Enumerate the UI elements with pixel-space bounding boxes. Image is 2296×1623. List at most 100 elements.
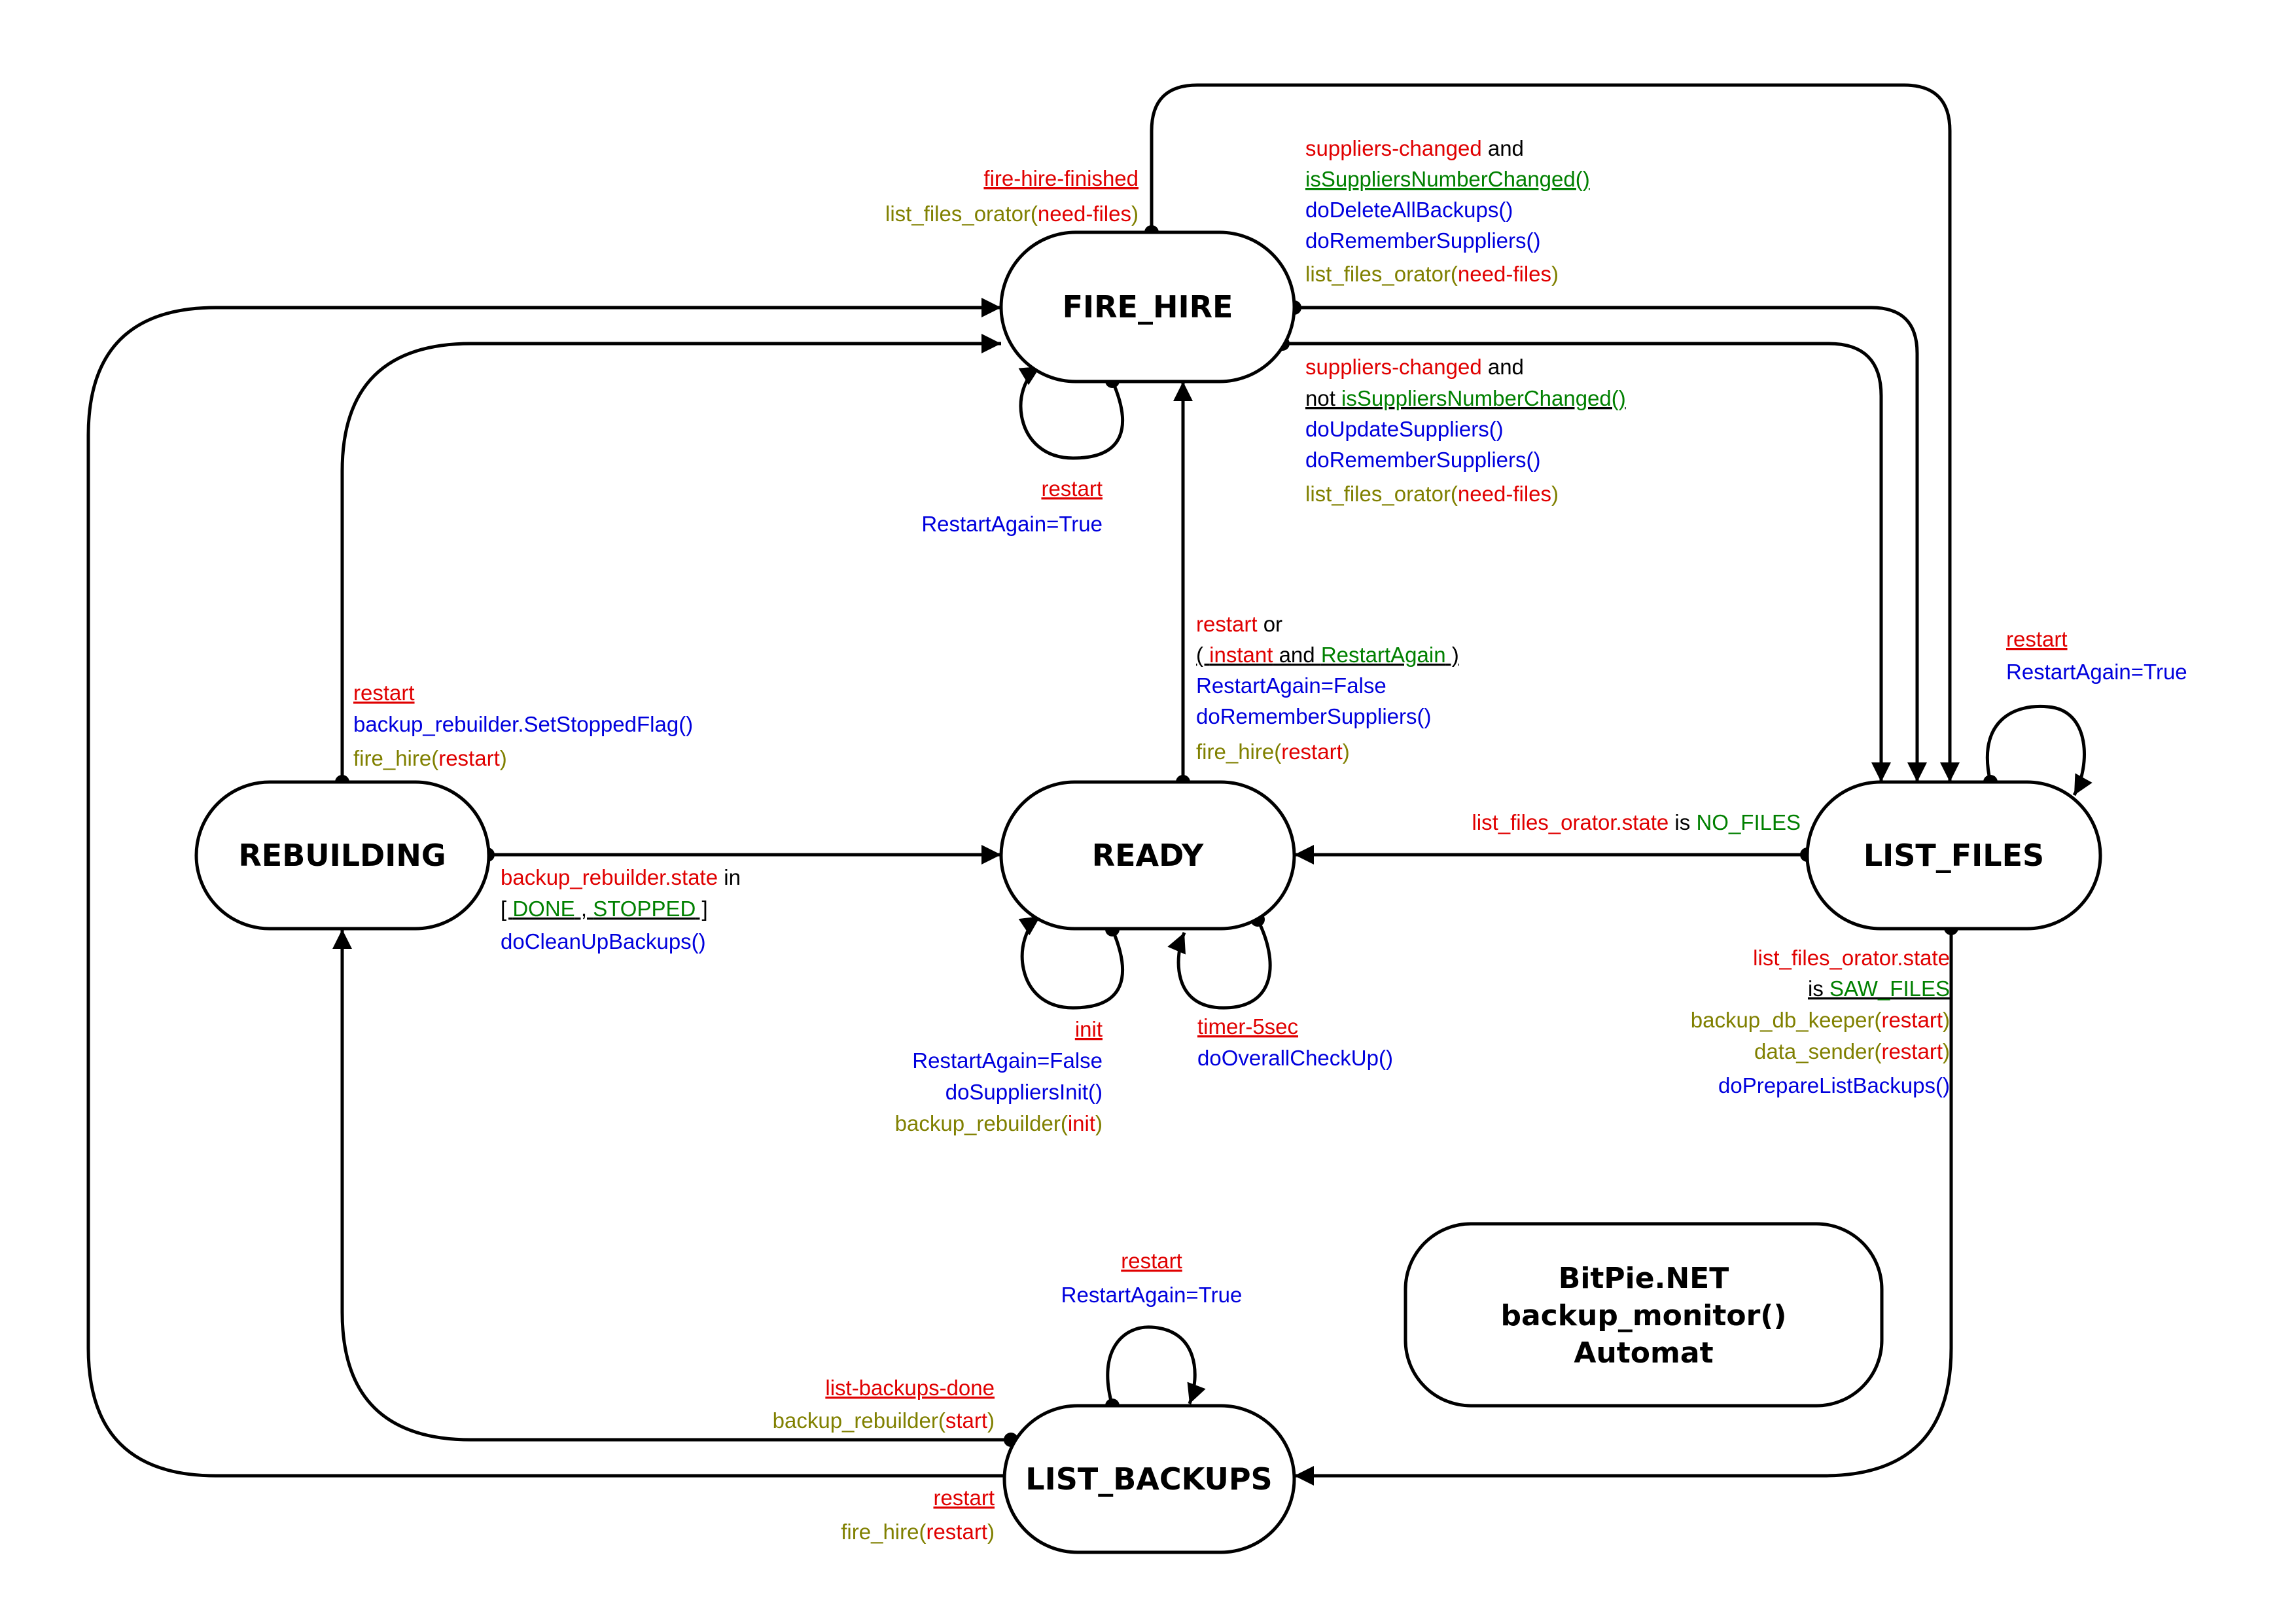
state-label: FIRE_HIRE xyxy=(1063,289,1233,325)
edge-firehire-changed-not-to-listfiles xyxy=(1282,342,1891,782)
svg-text:backup_rebuilder(start): backup_rebuilder(start) xyxy=(773,1408,995,1433)
action-text: RestartAgain=True xyxy=(921,512,1103,536)
paren-close: ) xyxy=(1446,643,1459,667)
call-arg: restart xyxy=(1281,740,1343,764)
not-text: not xyxy=(1305,386,1341,410)
edge-firehire-self-restart xyxy=(1018,365,1125,460)
edge-listbackups-self-restart xyxy=(1106,1325,1206,1406)
state-ready: READY xyxy=(999,780,1296,931)
event-text: suppliers-changed xyxy=(1305,136,1482,160)
call-text: data_sender( xyxy=(1754,1039,1881,1063)
state-label: REBUILDING xyxy=(238,838,446,873)
and-text: and xyxy=(1482,136,1524,160)
svg-text:is SAW_FILES: is SAW_FILES xyxy=(1808,976,1950,1001)
svg-text:list_files_orator(need-files): list_files_orator(need-files) xyxy=(1305,262,1559,286)
label-ready-timer: timer-5sec doOverallCheckUp() xyxy=(1197,1014,1393,1070)
call-arg: need-files xyxy=(1458,482,1551,506)
state-label: LIST_FILES xyxy=(1863,838,2044,873)
paren-open: ( xyxy=(1196,643,1209,667)
label-fh-restart: restart RestartAgain=True xyxy=(921,476,1103,536)
event-text: suppliers-changed xyxy=(1305,355,1482,379)
action-text: RestartAgain=False xyxy=(912,1048,1103,1073)
call-text: backup_rebuilder( xyxy=(895,1111,1068,1135)
svg-text:[ DONE , STOPPED ]: [ DONE , STOPPED ] xyxy=(501,897,708,921)
label-rebuilding-to-ready: backup_rebuilder.state in [ DONE , STOPP… xyxy=(501,865,741,954)
label-rebuilding-restart: restart backup_rebuilder.SetStoppedFlag(… xyxy=(353,681,693,770)
svg-text:list_files_orator.state is NO_: list_files_orator.state is NO_FILES xyxy=(1472,810,1801,834)
label-listfiles-restart: restart RestartAgain=True xyxy=(2006,627,2187,684)
bracket-open: [ xyxy=(501,897,512,921)
call-text: fire_hire( xyxy=(1196,740,1281,764)
event-text: list_files_orator.state xyxy=(1753,946,1950,970)
svg-text:( instant and RestartAgain ): ( instant and RestartAgain ) xyxy=(1196,643,1459,667)
event-text: list-backups-done xyxy=(825,1376,995,1400)
svg-text:fire_hire(restart): fire_hire(restart) xyxy=(841,1520,995,1544)
action-text: doDeleteAllBackups() xyxy=(1305,198,1513,222)
svg-text:suppliers-changed and: suppliers-changed and xyxy=(1305,355,1524,379)
condition-text: STOPPED xyxy=(593,897,696,921)
title-line-1: BitPie.NET xyxy=(1559,1262,1729,1295)
call-text: backup_rebuilder( xyxy=(773,1408,945,1433)
edge-listfiles-to-listbackups xyxy=(1294,928,1953,1486)
label-listfiles-saw-files: list_files_orator.state is SAW_FILES bac… xyxy=(1691,946,1950,1097)
svg-text:backup_rebuilder.state in: backup_rebuilder.state in xyxy=(501,865,741,889)
call-text: list_files_orator( xyxy=(885,202,1038,226)
label-ready-to-firehire: restart or ( instant and RestartAgain ) … xyxy=(1196,612,1459,764)
label-listbackups-self-restart: restart RestartAgain=True xyxy=(1061,1249,1243,1307)
action-text: doOverallCheckUp() xyxy=(1197,1046,1393,1070)
edge-ready-self-init xyxy=(1018,914,1125,1010)
call-close: ) xyxy=(1095,1111,1103,1135)
call-arg: restart xyxy=(926,1520,987,1544)
event-text: restart xyxy=(353,681,415,705)
state-list-backups: LIST_BACKUPS xyxy=(1002,1404,1296,1554)
in-text: in xyxy=(718,865,741,889)
label-listfiles-no-files: list_files_orator.state is NO_FILES xyxy=(1472,810,1801,834)
state-rebuilding: REBUILDING xyxy=(194,780,491,931)
label-fh-suppliers-changed-not: suppliers-changed and not isSuppliersNum… xyxy=(1305,355,1626,506)
condition-text: isSuppliersNumberChanged() xyxy=(1341,386,1626,410)
edge-firehire-finished-to-listfiles xyxy=(1150,83,1960,782)
call-text: list_files_orator( xyxy=(1305,482,1458,506)
call-arg: restart xyxy=(438,746,500,770)
svg-text:fire_hire(restart): fire_hire(restart) xyxy=(353,746,507,770)
event-text: restart xyxy=(1196,612,1258,636)
event-text: restart xyxy=(2006,627,2068,651)
svg-text:not isSuppliersNumberChanged(): not isSuppliersNumberChanged() xyxy=(1305,386,1626,410)
state-label: LIST_BACKUPS xyxy=(1025,1461,1272,1497)
svg-text:backup_rebuilder(init): backup_rebuilder(init) xyxy=(895,1111,1103,1135)
svg-text:data_sender(restart): data_sender(restart) xyxy=(1754,1039,1950,1063)
condition-text: DONE xyxy=(512,897,574,921)
call-close: ) xyxy=(1551,482,1559,506)
state-fire-hire: FIRE_HIRE xyxy=(999,230,1296,383)
edge-listbackups-restart-to-firehire xyxy=(86,298,1004,1478)
edge-listbackups-to-rebuilding xyxy=(332,929,1011,1442)
action-text: doRememberSuppliers() xyxy=(1305,228,1540,253)
automat-title-box: BitPie.NET backup_monitor() Automat xyxy=(1404,1222,1884,1408)
call-arg: need-files xyxy=(1038,202,1131,226)
svg-text:restart or: restart or xyxy=(1196,612,1282,636)
call-close: ) xyxy=(1131,202,1139,226)
and-text: and xyxy=(1273,643,1320,667)
action-text: RestartAgain=False xyxy=(1196,673,1386,698)
condition-text: isSuppliersNumberChanged() xyxy=(1305,167,1590,191)
call-text: fire_hire( xyxy=(841,1520,926,1544)
label-fh-suppliers-changed: suppliers-changed and isSuppliersNumberC… xyxy=(1305,136,1590,286)
call-close: ) xyxy=(1943,1008,1950,1032)
svg-text:list_files_orator(need-files): list_files_orator(need-files) xyxy=(1305,482,1559,506)
event-text: list_files_orator.state xyxy=(1472,810,1669,834)
call-arg: init xyxy=(1068,1111,1095,1135)
call-close: ) xyxy=(500,746,507,770)
condition-text: instant xyxy=(1209,643,1273,667)
event-text: timer-5sec xyxy=(1197,1014,1298,1039)
bracket-close: ] xyxy=(696,897,707,921)
svg-text:fire_hire(restart): fire_hire(restart) xyxy=(1196,740,1350,764)
event-text: init xyxy=(1075,1017,1103,1041)
call-close: ) xyxy=(1343,740,1350,764)
condition-text: RestartAgain xyxy=(1321,643,1446,667)
title-line-2: backup_monitor() xyxy=(1500,1299,1786,1332)
action-text: doSuppliersInit() xyxy=(945,1080,1103,1104)
call-text: list_files_orator( xyxy=(1305,262,1458,286)
action-text: doRememberSuppliers() xyxy=(1305,448,1540,472)
event-text: restart xyxy=(1121,1249,1182,1273)
